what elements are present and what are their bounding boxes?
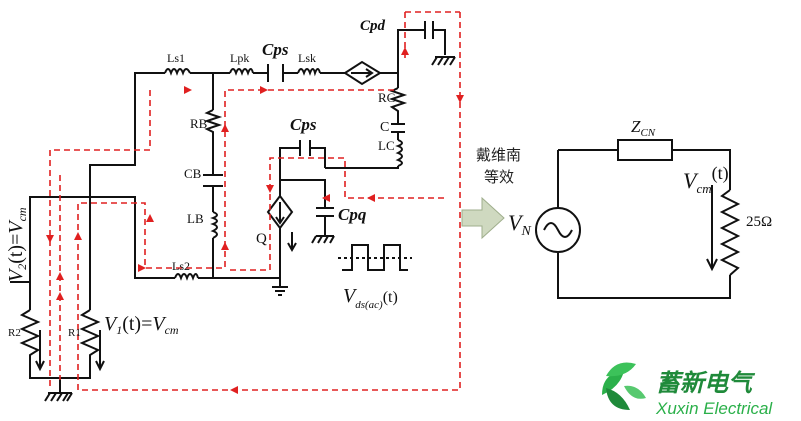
v2-source-label: V2(t)=Vcm — [5, 207, 29, 282]
cpq-label: Cpq — [338, 205, 367, 224]
capacitor-cpd — [424, 21, 434, 39]
voltage-arrow-icon — [35, 330, 105, 372]
vcm-label: Vcm(t) — [683, 163, 729, 196]
loop-arrowheads — [46, 47, 464, 394]
cps-top-label: Cps — [262, 40, 289, 59]
resistor-rb — [203, 109, 223, 135]
r1-label: R1 — [68, 327, 81, 339]
logo-cn-text: 蓄新电气 — [656, 369, 756, 397]
thevenin-circuit — [535, 139, 741, 299]
inductor-ls2 — [174, 273, 199, 281]
lb-label: LB — [187, 211, 204, 226]
capacitor-cps-mid — [299, 140, 311, 156]
r2-label: R2 — [8, 327, 21, 339]
resistor-r2 — [19, 309, 41, 360]
inductor-lc — [395, 139, 403, 167]
company-logo: 蓄新电气 Xuxin Electrical — [602, 362, 773, 418]
thevenin-title-1: 戴维南 — [476, 146, 521, 164]
thevenin-title-2: 等效 — [484, 168, 514, 186]
ls1-label: Ls1 — [167, 51, 185, 65]
equivalent-arrow-icon — [461, 196, 505, 240]
capacitor-cb — [203, 174, 223, 187]
cps-mid-label: Cps — [290, 115, 317, 134]
lsk-label: Lsk — [298, 51, 316, 65]
resistor-r1 — [79, 309, 101, 360]
load-label: 25Ω — [746, 214, 772, 230]
current-source-top — [343, 60, 382, 86]
capacitor-c — [391, 123, 405, 133]
ls2-label: Ls2 — [172, 259, 190, 273]
capacitor-cpq — [316, 207, 334, 217]
cb-label: CB — [184, 166, 202, 181]
rb-label: RB — [190, 116, 208, 131]
ground-arrow — [287, 232, 297, 253]
leaf-logo-icon — [602, 362, 646, 410]
c-label: C — [380, 120, 389, 135]
inductor-lpk — [229, 68, 254, 76]
cpd-label: Cpd — [360, 18, 386, 34]
ground-icon — [44, 56, 456, 402]
vds-label: Vds(ac)(t) — [343, 285, 398, 311]
vn-label: VN — [508, 210, 531, 239]
lc-label: LC — [378, 138, 395, 153]
inductor-ls1 — [164, 68, 191, 76]
inductor-lsk — [297, 68, 321, 77]
rc-label: RC — [378, 90, 395, 105]
vds-waveform — [338, 244, 412, 271]
current-source-q — [266, 180, 294, 238]
zcn-label: ZCN — [631, 117, 656, 139]
q-label: Q — [256, 231, 267, 247]
inductor-lb — [210, 211, 218, 239]
logo-en-text: Xuxin Electrical — [655, 399, 773, 418]
v1-source-label: V1(t)=Vcm — [104, 313, 179, 337]
resistor-rc — [388, 87, 408, 115]
lpk-label: Lpk — [230, 51, 249, 65]
capacitor-cps-top — [267, 64, 284, 82]
